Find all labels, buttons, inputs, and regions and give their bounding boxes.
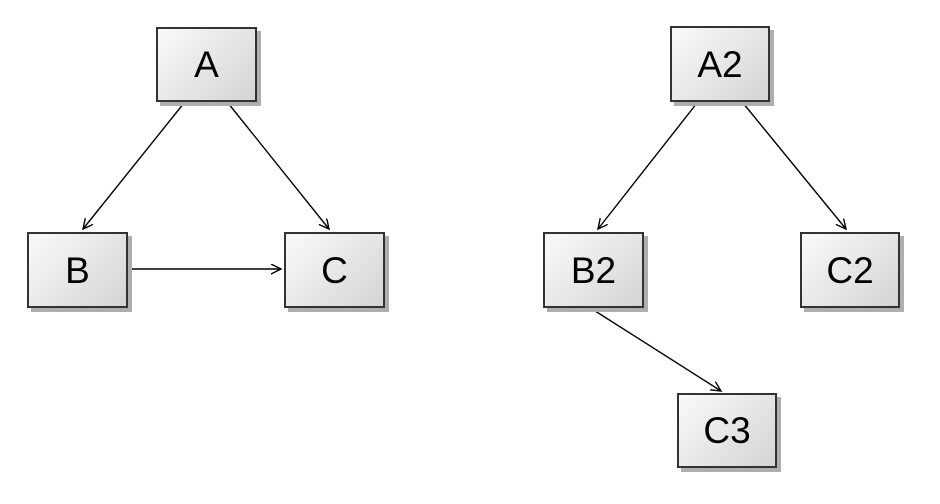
node-label-A2: A2: [697, 43, 743, 85]
node-label-A: A: [194, 44, 219, 85]
node-label-C3: C3: [703, 410, 751, 451]
node-B: B: [27, 232, 128, 308]
node-label-C: C: [321, 249, 348, 291]
node-C: C: [284, 232, 385, 308]
node-C3: C3: [677, 393, 777, 468]
edge-A-C: [227, 102, 329, 229]
node-label-B: B: [65, 249, 90, 291]
node-label-C2: C2: [826, 249, 874, 291]
edge-A-B: [83, 102, 185, 229]
node-C2: C2: [800, 232, 900, 308]
node-B2: B2: [543, 232, 644, 308]
node-label-B2: B2: [570, 249, 617, 291]
node-A2: A2: [670, 26, 770, 102]
edge-A2-B2: [598, 102, 698, 229]
node-A: A: [156, 27, 257, 102]
edge-B2-C3: [591, 308, 721, 391]
edge-A2-C2: [742, 102, 846, 229]
